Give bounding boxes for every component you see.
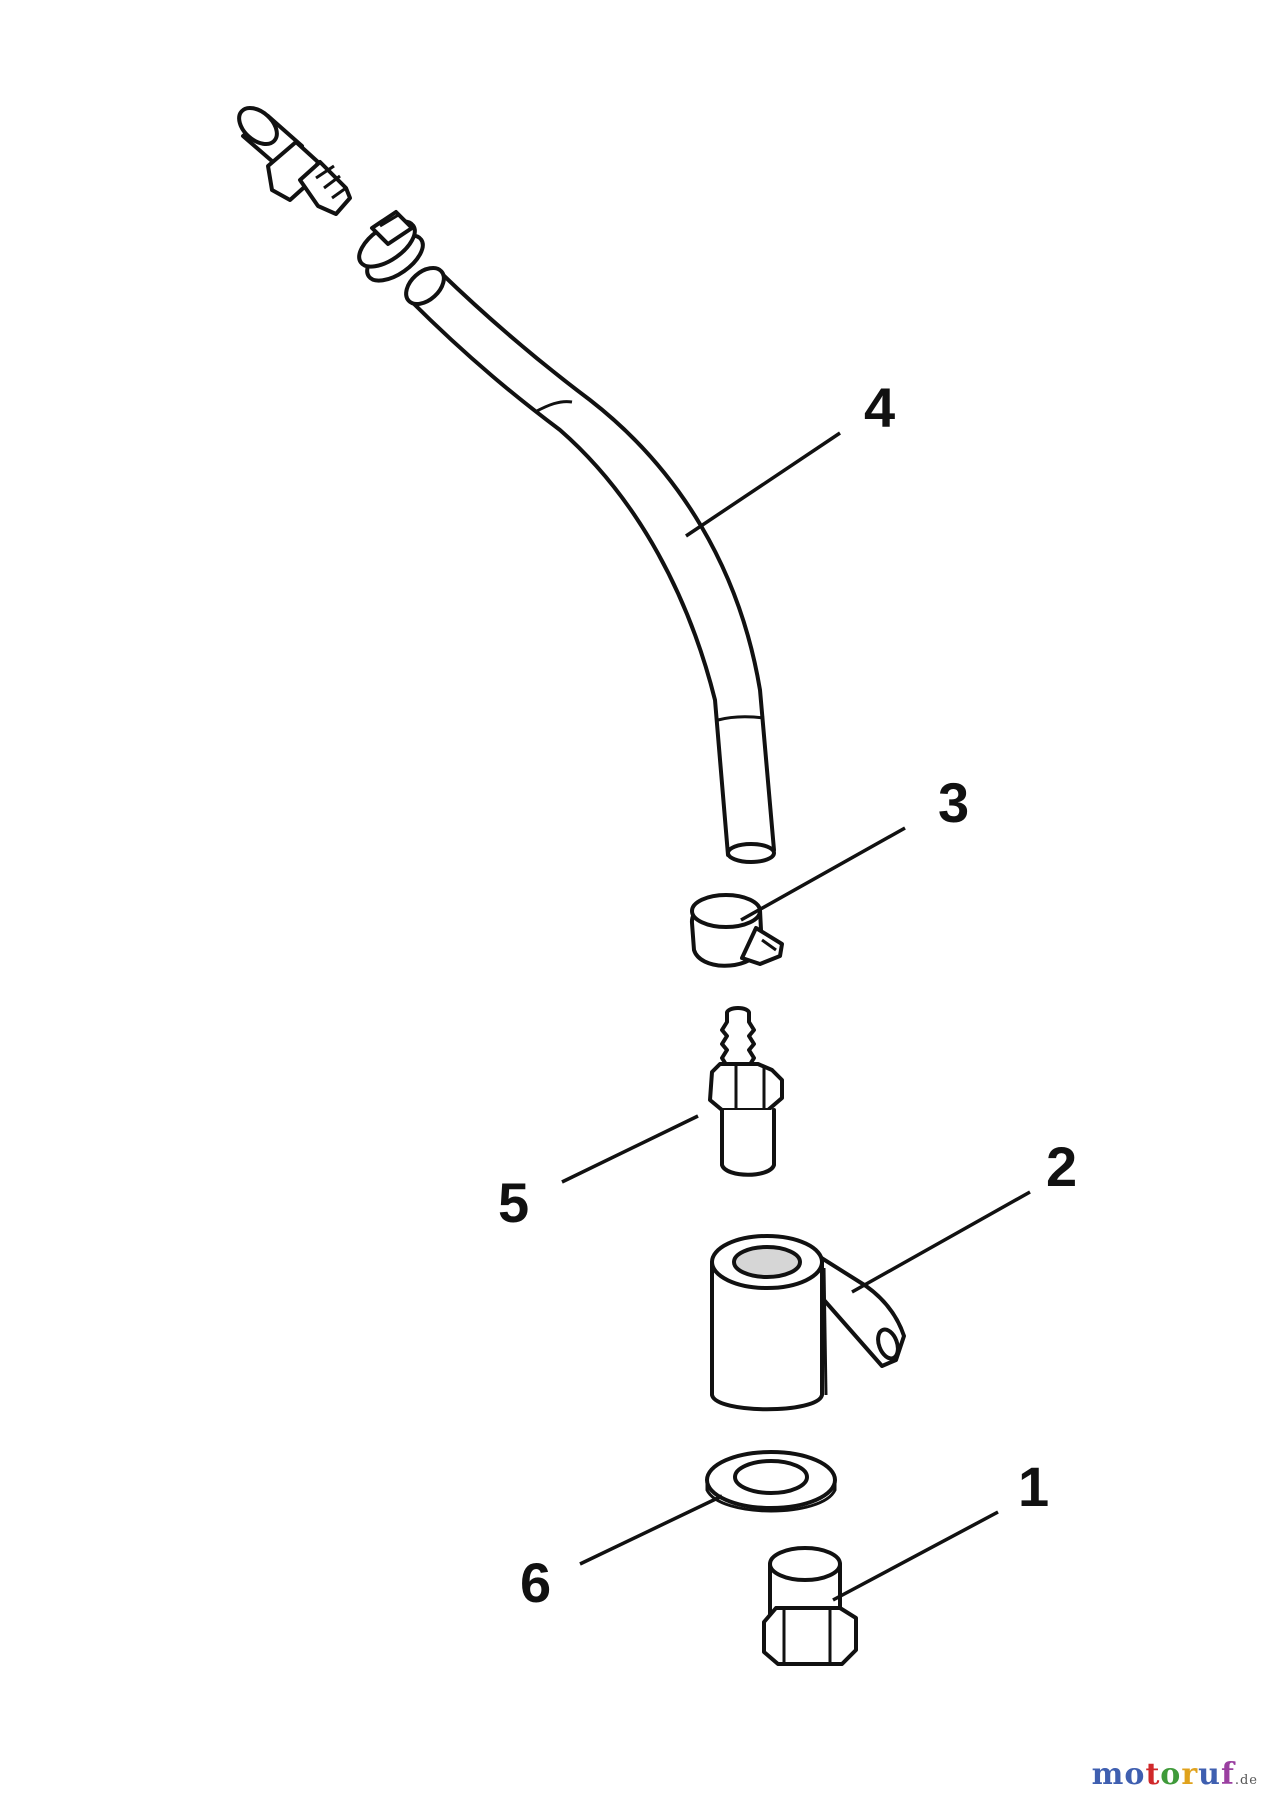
washer — [705, 1450, 837, 1513]
callout-1: 1 — [1018, 1455, 1049, 1518]
watermark-brand: motoruf — [1091, 1757, 1235, 1792]
callout-5: 5 — [498, 1171, 529, 1234]
leader-line-5 — [561, 1114, 699, 1184]
callout-3: 3 — [938, 771, 969, 834]
leader-line-1 — [832, 1510, 999, 1602]
leader-line-4 — [685, 431, 841, 538]
callout-6: 6 — [520, 1551, 551, 1614]
callout-2: 2 — [1046, 1135, 1077, 1198]
watermark-suffix: .de — [1234, 1773, 1258, 1788]
bracket-spacer — [710, 1234, 906, 1412]
leader-line-6 — [579, 1494, 723, 1566]
leader-line-3 — [740, 826, 906, 922]
barbed-fitting — [708, 1006, 784, 1177]
drain-plug — [762, 1546, 858, 1666]
hose — [404, 265, 776, 864]
callout-4: 4 — [864, 376, 895, 439]
top-hose-fitting — [237, 105, 352, 216]
watermark-logo: motoruf.de — [1092, 1757, 1258, 1792]
top-hose-clamp — [357, 210, 425, 283]
leader-line-2 — [851, 1190, 1031, 1294]
